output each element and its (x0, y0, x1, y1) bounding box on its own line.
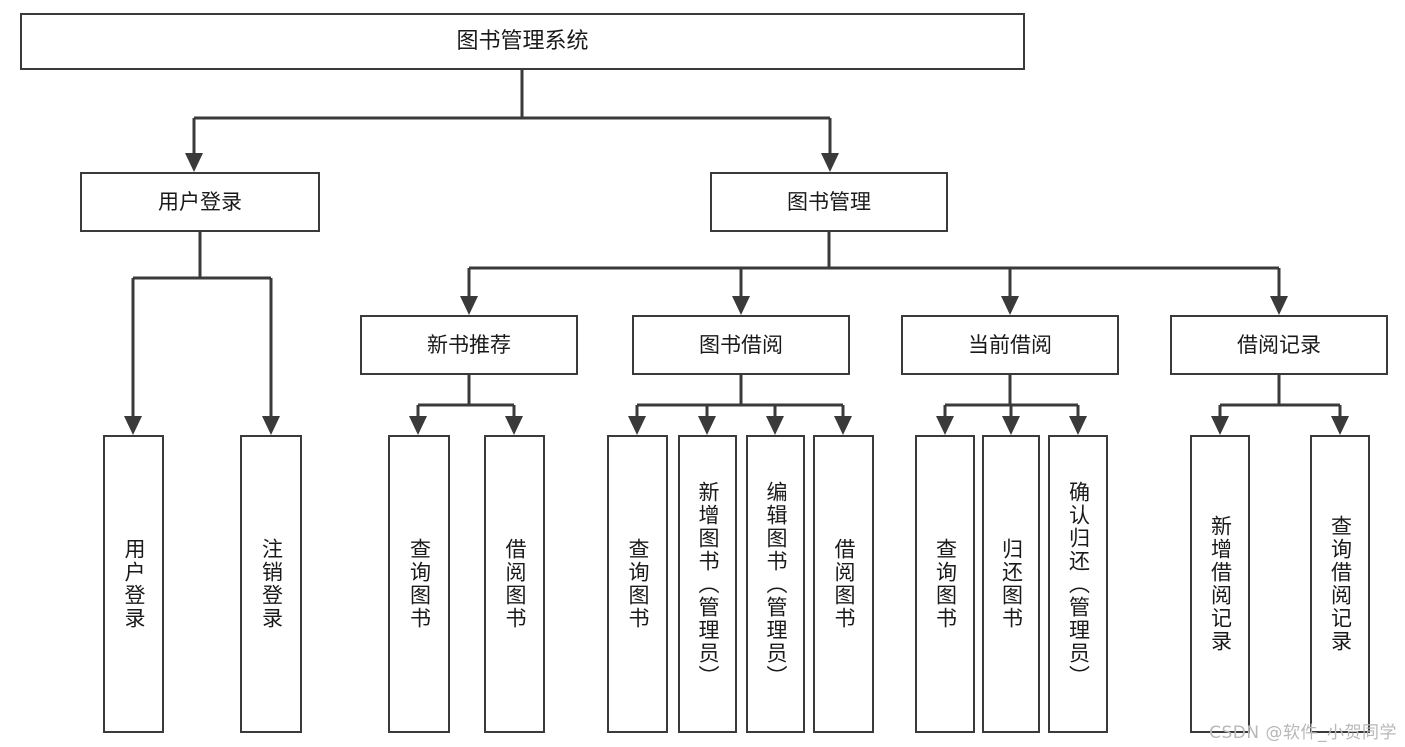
node-leaf-confirm-return-admin[interactable]: 确认归还（管理员） (1048, 435, 1108, 733)
node-label-leaf-add-book-admin: 新增图书（管理员） (696, 480, 720, 688)
connector-path-5 (943, 375, 1080, 418)
node-label-leaf-query-book-current: 查询图书 (933, 538, 958, 630)
node-label-leaf-borrow-book: 借阅图书 (832, 538, 856, 630)
node-leaf-query-book-recommend[interactable]: 查询图书 (388, 435, 450, 733)
node-leaf-borrow-book[interactable]: 借阅图书 (813, 435, 874, 733)
connector-paths (131, 70, 1342, 418)
connector-path-6 (1218, 375, 1342, 418)
node-label-leaf-borrow-book-recommend: 借阅图书 (503, 538, 527, 630)
arrow-heads (124, 153, 1349, 435)
arrow-head-icon-7 (1270, 296, 1288, 315)
node-leaf-edit-book-admin[interactable]: 编辑图书（管理员） (746, 435, 805, 733)
node-new-book-recommend[interactable]: 新书推荐 (360, 315, 578, 375)
node-label-new-book-recommend: 新书推荐 (427, 332, 511, 357)
node-leaf-logout[interactable]: 注销登录 (240, 435, 302, 733)
arrow-head-icon-14 (936, 416, 954, 435)
node-label-book-borrow: 图书借阅 (699, 332, 783, 357)
node-label-leaf-query-borrow-record: 查询借阅记录 (1328, 515, 1353, 653)
connector-path-1 (131, 232, 273, 418)
arrow-head-icon-4 (460, 296, 478, 315)
node-label-current-borrow: 当前借阅 (968, 332, 1052, 357)
node-leaf-query-borrow-record[interactable]: 查询借阅记录 (1310, 435, 1370, 733)
arrow-head-icon-18 (1331, 416, 1349, 435)
arrow-head-icon-8 (409, 416, 427, 435)
arrow-head-icon-10 (628, 416, 646, 435)
node-label-leaf-query-book-recommend: 查询图书 (407, 538, 432, 630)
arrow-head-icon-17 (1211, 416, 1229, 435)
arrow-head-icon-16 (1069, 416, 1087, 435)
connector-path-3 (416, 375, 516, 418)
node-label-leaf-edit-book-admin: 编辑图书（管理员） (764, 480, 788, 688)
arrow-head-icon-9 (505, 416, 523, 435)
arrow-head-icon-0 (185, 153, 203, 172)
node-leaf-query-book-borrow[interactable]: 查询图书 (607, 435, 668, 733)
connector-path-0 (192, 70, 832, 155)
arrow-head-icon-15 (1002, 416, 1020, 435)
node-label-user-login: 用户登录 (158, 189, 242, 214)
node-leaf-query-book-current[interactable]: 查询图书 (915, 435, 975, 733)
node-root[interactable]: 图书管理系统 (20, 13, 1025, 70)
node-leaf-user-login[interactable]: 用户登录 (103, 435, 164, 733)
node-book-manage[interactable]: 图书管理 (710, 172, 948, 232)
arrow-head-icon-3 (262, 416, 280, 435)
node-label-leaf-add-borrow-record: 新增借阅记录 (1208, 515, 1233, 653)
node-label-leaf-query-book-borrow: 查询图书 (626, 538, 650, 630)
arrow-head-icon-6 (1001, 296, 1019, 315)
arrow-head-icon-2 (124, 416, 142, 435)
node-label-leaf-return-book: 归还图书 (999, 538, 1024, 630)
arrow-head-icon-13 (834, 416, 852, 435)
watermark-text: CSDN @软件_小贺同学 (1209, 723, 1397, 743)
connector-path-2 (467, 232, 1281, 298)
arrow-head-icon-5 (732, 296, 750, 315)
node-label-leaf-user-login: 用户登录 (122, 538, 146, 630)
node-label-book-manage: 图书管理 (787, 189, 871, 214)
node-label-leaf-logout: 注销登录 (259, 538, 284, 630)
node-leaf-add-borrow-record[interactable]: 新增借阅记录 (1190, 435, 1250, 733)
node-book-borrow[interactable]: 图书借阅 (632, 315, 850, 375)
node-leaf-return-book[interactable]: 归还图书 (982, 435, 1040, 733)
arrow-head-icon-11 (698, 416, 716, 435)
arrow-head-icon-12 (766, 416, 784, 435)
node-label-leaf-confirm-return-admin: 确认归还（管理员） (1066, 480, 1091, 688)
node-user-login[interactable]: 用户登录 (80, 172, 320, 232)
node-current-borrow[interactable]: 当前借阅 (901, 315, 1119, 375)
arrow-head-icon-1 (821, 153, 839, 172)
node-leaf-borrow-book-recommend[interactable]: 借阅图书 (484, 435, 545, 733)
node-label-root: 图书管理系统 (456, 28, 589, 54)
node-label-borrow-record: 借阅记录 (1237, 332, 1321, 357)
node-leaf-add-book-admin[interactable]: 新增图书（管理员） (678, 435, 737, 733)
connector-path-4 (635, 375, 845, 418)
node-borrow-record[interactable]: 借阅记录 (1170, 315, 1388, 375)
